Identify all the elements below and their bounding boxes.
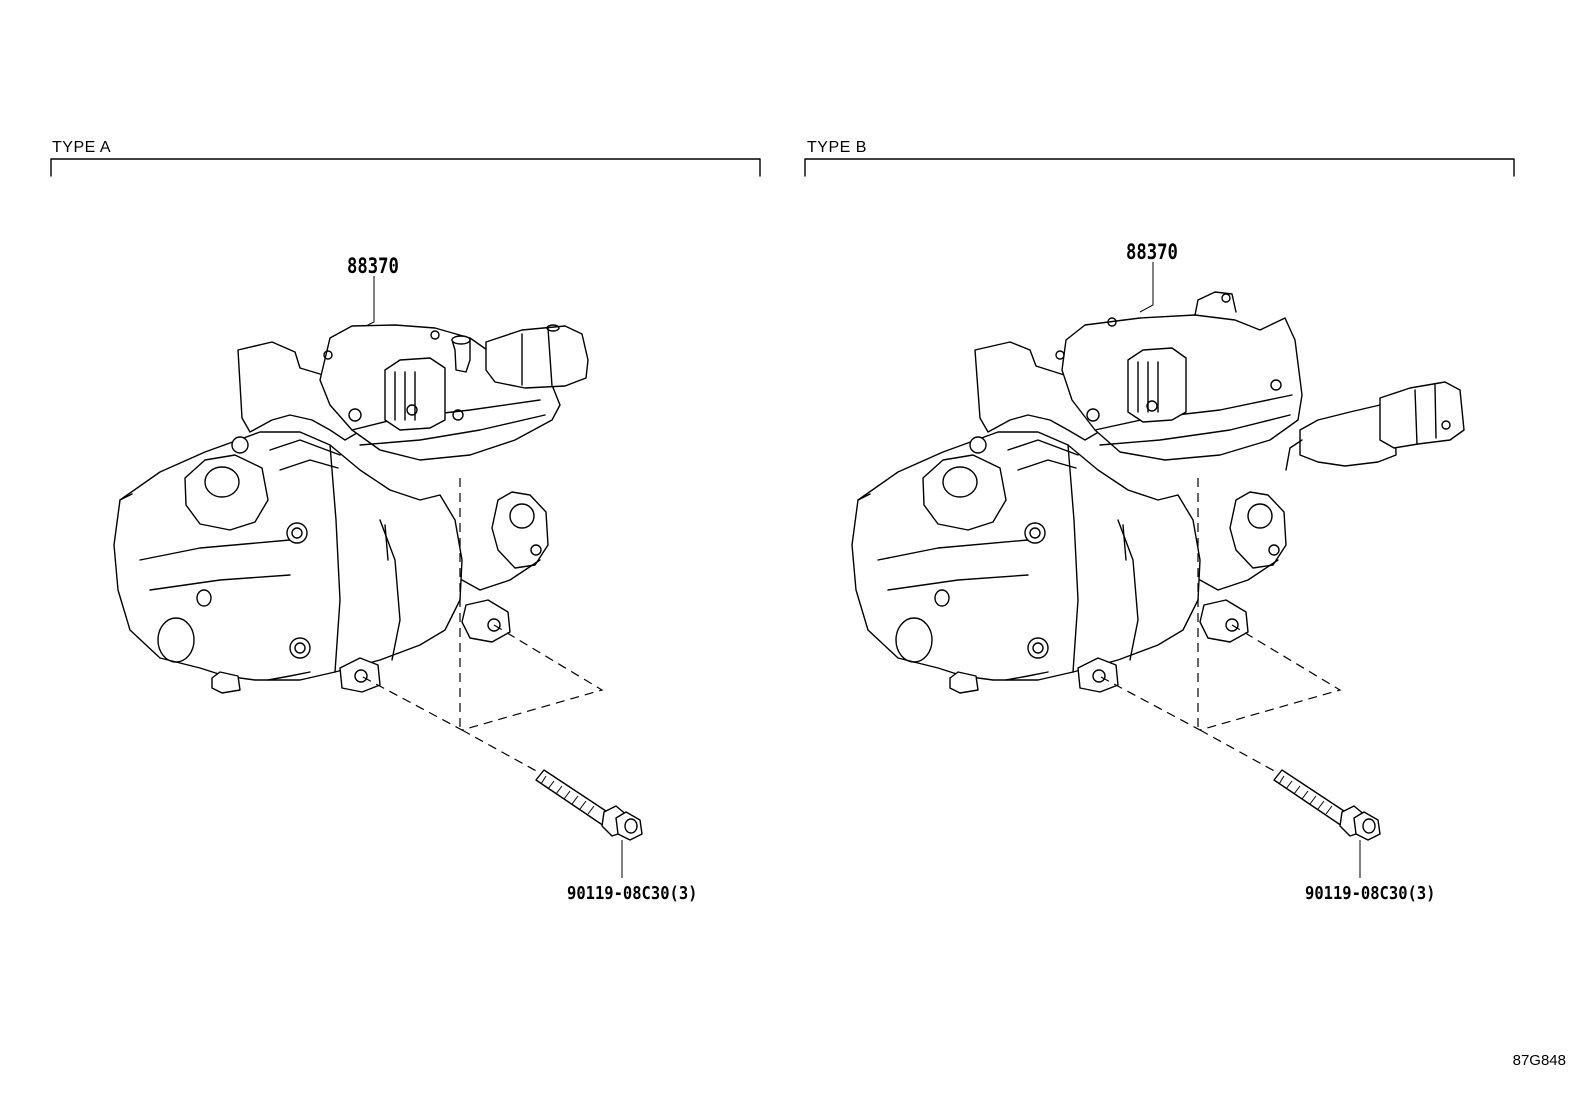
type-b-bracket bbox=[804, 158, 1515, 177]
type-a-mount-lines bbox=[360, 478, 604, 774]
type-b-compressor bbox=[851, 262, 1465, 694]
type-b-bolt-number[interactable]: 90119-08C30(3) bbox=[1305, 883, 1436, 904]
type-a-label: TYPE A bbox=[52, 139, 112, 156]
diagram-reference-code: 87G848 bbox=[1512, 1052, 1566, 1069]
type-a-bracket bbox=[50, 158, 761, 177]
type-b-mount-lines bbox=[1098, 478, 1342, 774]
type-b-label: TYPE B bbox=[807, 139, 867, 156]
type-a-bolt bbox=[535, 769, 643, 878]
type-a-part-number[interactable]: 88370 bbox=[347, 254, 399, 278]
type-b-part-number[interactable]: 88370 bbox=[1126, 240, 1178, 264]
type-a-compressor bbox=[113, 276, 589, 694]
type-a-bolt-number[interactable]: 90119-08C30(3) bbox=[567, 883, 698, 904]
type-b-bolt bbox=[1273, 769, 1381, 878]
